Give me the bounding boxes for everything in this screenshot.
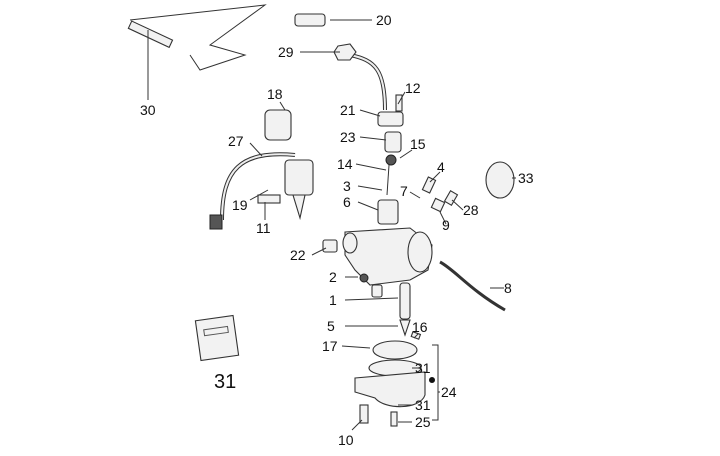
leader-line bbox=[351, 419, 363, 431]
part-label-19: 19 bbox=[232, 197, 248, 213]
part-throttle-cable bbox=[127, 4, 387, 111]
part-label-29: 29 bbox=[278, 44, 294, 60]
leader-line bbox=[249, 189, 269, 201]
leader-line bbox=[399, 149, 413, 159]
part-needle-valve bbox=[399, 319, 411, 337]
part-label-18: 18 bbox=[267, 86, 283, 102]
part-label-17: 17 bbox=[322, 338, 338, 354]
part-label-6: 6 bbox=[343, 194, 351, 210]
gasket-kit-card bbox=[194, 314, 240, 362]
leader-line bbox=[279, 101, 286, 111]
kit-label: 31 bbox=[214, 371, 236, 393]
leader-line bbox=[397, 91, 406, 105]
part-label-25: 25 bbox=[415, 414, 431, 430]
part-label-31: 31 bbox=[415, 360, 431, 376]
leader-line bbox=[413, 333, 419, 339]
part-label-12: 12 bbox=[405, 80, 421, 96]
leader-line bbox=[359, 136, 387, 141]
part-plate bbox=[485, 161, 515, 199]
part-label-20: 20 bbox=[376, 12, 392, 28]
part-jet bbox=[359, 273, 369, 283]
leader-line bbox=[409, 191, 421, 199]
part-label-16: 16 bbox=[412, 319, 428, 335]
part-label-7: 7 bbox=[400, 183, 408, 199]
part-label-15: 15 bbox=[410, 136, 426, 152]
leader-line bbox=[357, 201, 379, 211]
leader-line bbox=[344, 297, 399, 301]
part-label-22: 22 bbox=[290, 247, 306, 263]
part-emulsion-tube bbox=[399, 282, 411, 320]
part-label-27: 27 bbox=[228, 133, 244, 149]
part-label-10: 10 bbox=[338, 432, 354, 448]
part-choke-starter bbox=[209, 152, 314, 230]
part-label-24: 24 bbox=[441, 384, 457, 400]
part-label-23: 23 bbox=[340, 129, 356, 145]
part-label-8: 8 bbox=[504, 280, 512, 296]
part-tube bbox=[439, 260, 506, 312]
part-cap bbox=[264, 109, 292, 141]
leader-line bbox=[355, 163, 387, 171]
part-label-5: 5 bbox=[327, 318, 335, 334]
leader-line bbox=[429, 171, 441, 183]
leader-line bbox=[311, 247, 327, 256]
leader-line bbox=[249, 142, 263, 157]
leader-line bbox=[359, 109, 381, 117]
leader-line bbox=[357, 185, 383, 191]
leader-line bbox=[439, 211, 447, 225]
part-label-9: 9 bbox=[442, 217, 450, 233]
part-label-11: 11 bbox=[256, 220, 271, 236]
part-label-28: 28 bbox=[463, 202, 479, 218]
part-label-31: 31 bbox=[415, 397, 431, 413]
part-label-21: 21 bbox=[340, 102, 356, 118]
leader-line bbox=[341, 345, 371, 349]
part-carburetor-body bbox=[322, 227, 433, 286]
part-label-1: 1 bbox=[329, 292, 337, 308]
part-float-bowl bbox=[354, 331, 439, 427]
part-label-30: 30 bbox=[140, 102, 156, 118]
part-label-2: 2 bbox=[329, 269, 337, 285]
part-top-cover bbox=[377, 94, 459, 225]
part-label-3: 3 bbox=[343, 178, 351, 194]
part-label-4: 4 bbox=[437, 159, 445, 175]
part-label-33: 33 bbox=[518, 170, 534, 186]
leader-line bbox=[451, 199, 464, 211]
part-label-14: 14 bbox=[337, 156, 353, 172]
